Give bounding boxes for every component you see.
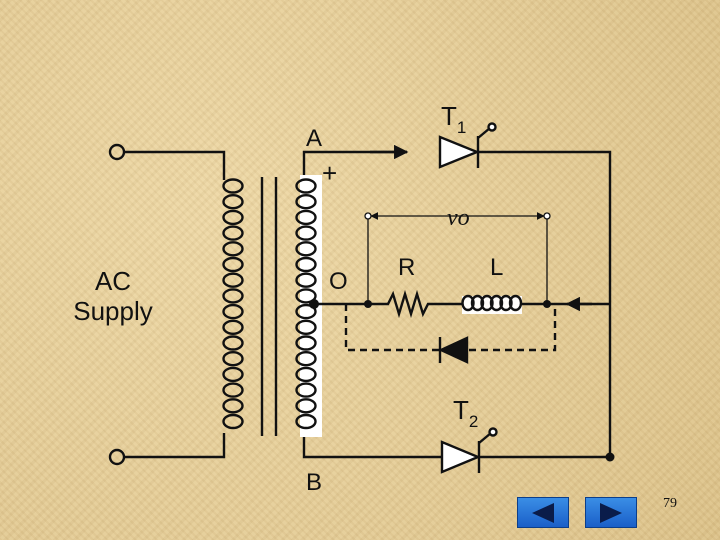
label-ac-supply-line1: AC — [95, 266, 131, 296]
coil-turn — [222, 178, 244, 194]
label-polarity-plus: + — [322, 158, 337, 188]
thyristor-t2 — [440, 427, 610, 474]
label-center-tap-o: O — [329, 268, 348, 295]
coil-turn — [295, 351, 317, 367]
label-inductor-l: L — [490, 254, 503, 281]
label-terminal-b: B — [306, 469, 322, 496]
transformer-secondary-winding — [295, 178, 317, 430]
resistor-r — [368, 289, 462, 319]
inductor-turn — [480, 294, 494, 312]
coil-turn — [222, 351, 244, 367]
label-terminal-a: A — [306, 125, 322, 152]
freewheeling-diode — [438, 336, 469, 364]
label-thyristor-t2: T2 — [453, 395, 478, 431]
previous-slide-button[interactable] — [517, 497, 569, 528]
inductor-turn — [489, 294, 504, 312]
coil-turn — [222, 319, 244, 335]
inductor-turn — [499, 294, 513, 312]
coil-turn — [222, 193, 244, 210]
vo-terminal-right — [543, 212, 551, 220]
right-arrow-icon — [600, 503, 622, 523]
coil-turn — [222, 366, 244, 383]
coil-turn — [222, 272, 244, 288]
coil-turn — [295, 272, 317, 288]
coil-turn — [295, 209, 317, 226]
label-ac-supply-line2: Supply — [73, 296, 153, 326]
label-resistor-r: R — [398, 254, 415, 281]
coil-turn — [222, 209, 244, 226]
coil-turn — [222, 256, 244, 273]
transformer-primary-winding — [222, 178, 244, 430]
coil-turn — [295, 382, 317, 398]
coil-turn — [295, 413, 317, 430]
coil-turn — [222, 413, 244, 430]
secondary-lead-bottom — [302, 433, 442, 459]
coil-turn — [222, 288, 244, 304]
coil-turn — [295, 335, 317, 351]
left-arrow-icon — [532, 503, 554, 523]
slide-number: 79 — [663, 496, 677, 511]
coil-turn — [295, 319, 317, 335]
coil-turn — [295, 288, 317, 304]
coil-turn — [222, 303, 244, 320]
inductor-turn — [470, 294, 485, 312]
coil-turn — [295, 225, 317, 241]
inductor-turn — [461, 294, 475, 312]
input-terminal-bottom — [108, 448, 126, 466]
coil-turn — [295, 178, 317, 194]
coil-turn — [222, 335, 244, 351]
primary-lead-top — [124, 150, 226, 180]
primary-lead-bottom — [124, 433, 226, 459]
coil-turn — [295, 256, 317, 273]
freewheel-path-dashed — [344, 304, 557, 352]
next-slide-button[interactable] — [585, 497, 637, 528]
coil-turn — [222, 382, 244, 398]
label-output-voltage: vo — [447, 205, 470, 231]
inductor-turn — [508, 294, 523, 312]
coil-turn — [222, 398, 244, 414]
coil-turn — [295, 366, 317, 383]
coil-turn — [295, 398, 317, 414]
thyristor-t1 — [438, 122, 612, 457]
input-terminal-top — [108, 143, 126, 161]
label-thyristor-t1: T1 — [441, 101, 466, 137]
coil-turn — [222, 225, 244, 241]
coil-turn — [222, 241, 244, 257]
vo-terminal-left — [364, 212, 372, 220]
node-center-tap — [309, 299, 319, 309]
coil-turn — [295, 303, 317, 320]
junction-node-bottom-right — [605, 452, 615, 462]
coil-turn — [295, 241, 317, 257]
coil-turn — [295, 193, 317, 210]
